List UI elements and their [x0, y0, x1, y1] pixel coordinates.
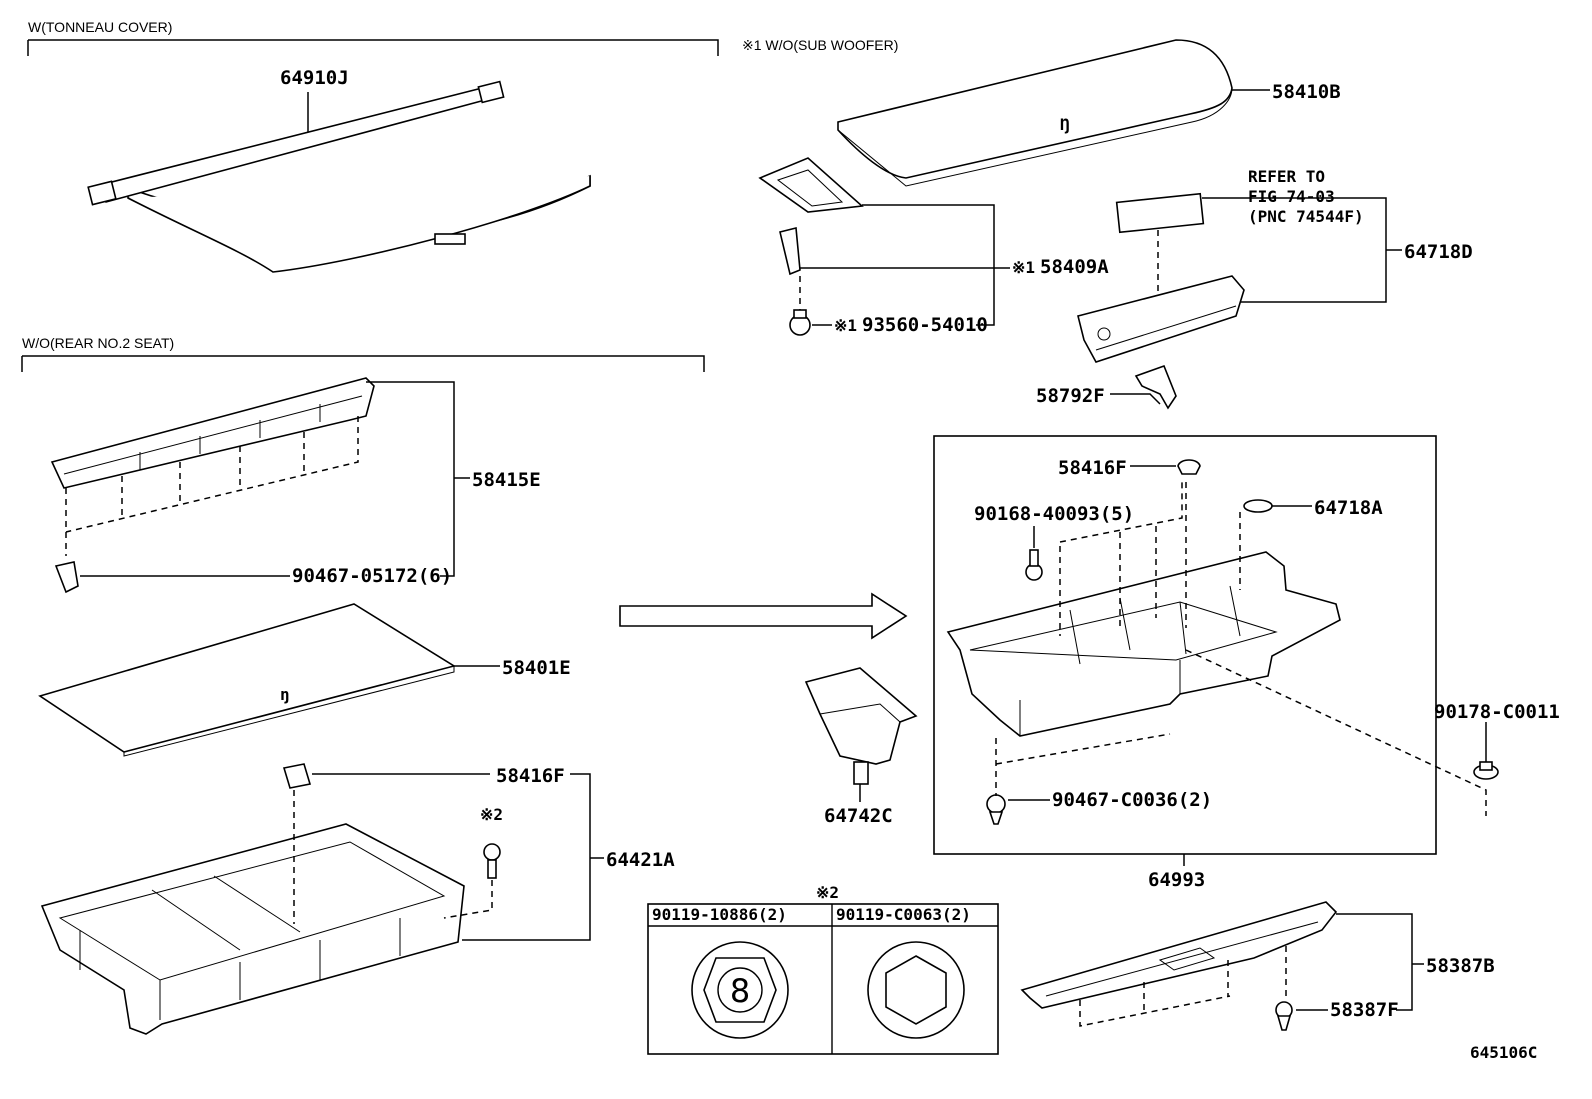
- label-64910J: 64910J: [280, 67, 349, 89]
- mark-58409A: ※1: [1012, 258, 1035, 277]
- refer-note-line2: FIG 74-03: [1248, 187, 1335, 206]
- bracket-tonneau: [28, 39, 719, 56]
- nut-90178-drawing: [1473, 761, 1499, 780]
- scuff-plate-58387B-drawing: [1020, 901, 1338, 1031]
- rear-trim-58415E-drawing: [50, 377, 375, 489]
- label-58387B: 58387B: [1426, 955, 1495, 977]
- label-64421A: 64421A: [606, 849, 675, 871]
- leader-58792F: [1110, 393, 1161, 405]
- table-col2-header: 90119-C0063(2): [836, 905, 971, 924]
- svg-text:Ŋ: Ŋ: [1060, 115, 1070, 134]
- bolt-table: [647, 903, 999, 1055]
- label-plate-drawing: [1115, 192, 1205, 234]
- hex-socket-icon: [867, 941, 965, 1039]
- label-64718D: 64718D: [1404, 241, 1473, 263]
- label-90467-C0036: 90467-C0036(2): [1052, 789, 1212, 811]
- label-58416F-box: 58416F: [1058, 457, 1127, 479]
- header-tonneau-cover: W(TONNEAU COVER): [28, 19, 172, 35]
- label-90168-40093: 90168-40093(5): [974, 503, 1134, 525]
- bracket-58387B: [1336, 913, 1413, 1011]
- bracket-rear-seat: [22, 355, 705, 372]
- header-rear-seat: W/O(REAR NO.2 SEAT): [22, 335, 174, 351]
- holder-64742C-drawing: [804, 667, 918, 785]
- mark-93560: ※1: [834, 316, 857, 335]
- clip-58792F-drawing: [1134, 364, 1177, 410]
- deck-board-58410B-drawing: Ŋ: [837, 39, 1233, 187]
- refer-note-line3: (PNC 74544F): [1248, 207, 1364, 226]
- label-58415E: 58415E: [472, 469, 541, 491]
- label-64718A: 64718A: [1314, 497, 1383, 519]
- label-64993: 64993: [1148, 869, 1205, 891]
- label-58416F-left: 58416F: [496, 765, 565, 787]
- bracket-64421A: [462, 773, 591, 941]
- svg-text:ŋ: ŋ: [280, 685, 290, 704]
- dash-90178: [1185, 649, 1487, 816]
- label-90467-05172: 90467-05172(6): [292, 565, 452, 587]
- dash-58387-base: [1079, 995, 1231, 1027]
- assembly-box-64993: [933, 435, 1437, 855]
- label-90178-C0011: 90178-C0011: [1434, 701, 1560, 723]
- header-sub-woofer: ※1 W/O(SUB WOOFER): [742, 37, 898, 53]
- table-mark: ※2: [816, 883, 839, 902]
- dash-box-top: [1059, 478, 1183, 543]
- label-64742C: 64742C: [824, 805, 893, 827]
- tonneau-cover-drawing: [87, 80, 591, 273]
- leader-58409A-top: [862, 204, 995, 326]
- label-58792F: 58792F: [1036, 385, 1105, 407]
- label-58387F: 58387F: [1330, 999, 1399, 1021]
- label-58410B: 58410B: [1272, 81, 1341, 103]
- mark-2-left: ※2: [480, 805, 503, 824]
- tray-assembly-64993-drawing: [946, 459, 1341, 825]
- label-58409A: 58409A: [1040, 256, 1109, 278]
- bolt-head-size: 8: [730, 972, 750, 1010]
- label-93560-54010: 93560-54010: [862, 314, 988, 336]
- dash-58415E-base: [65, 416, 359, 533]
- trim-cover-58409A-drawing: [758, 157, 864, 336]
- clip-90467-05172-drawing: [54, 561, 79, 594]
- refer-note-line1: REFER TO: [1248, 167, 1325, 186]
- storage-tray-64421A-drawing: [40, 763, 501, 1035]
- arrow-icon: [619, 592, 908, 640]
- dash-bottom-base: [995, 733, 1171, 765]
- label-58401E: 58401E: [502, 657, 571, 679]
- floor-board-58401E-drawing: ŋ: [38, 603, 457, 757]
- trim-panel-64718D-drawing: [1077, 275, 1245, 363]
- table-col1-header: 90119-10886(2): [652, 905, 787, 924]
- bracket-58415E: [366, 381, 455, 577]
- figure-code: 645106C: [1470, 1043, 1537, 1062]
- bolt-head-8-icon: [691, 941, 789, 1039]
